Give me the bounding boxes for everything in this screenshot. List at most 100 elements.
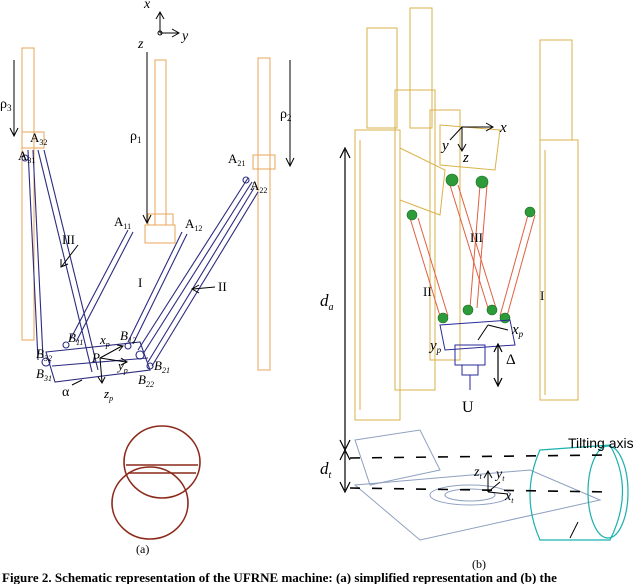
yp-label: yp xyxy=(116,358,128,375)
strut-III-c xyxy=(469,184,481,309)
leg3-head xyxy=(60,259,69,268)
axis-z-label: z xyxy=(137,37,144,52)
joint-b22 xyxy=(146,362,154,370)
b-struts xyxy=(409,184,536,317)
joint-b12 xyxy=(124,342,132,350)
panel-a-labels: x y z ρ1 ρ2 ρ3 A11 A12 A21 A22 A31 A32 B… xyxy=(0,0,292,556)
b31-label: B31 xyxy=(36,366,52,383)
slider-1 xyxy=(144,224,176,244)
tilt-drum xyxy=(529,444,629,541)
dt-label: dt xyxy=(320,459,332,481)
carriage-top xyxy=(439,124,501,171)
dash-line-bottom xyxy=(349,487,611,493)
alpha-label: α xyxy=(62,385,70,400)
strut-III-d xyxy=(476,184,488,309)
tilting-axis-label: Tilting axis xyxy=(568,435,634,451)
leg-I-label: I xyxy=(138,275,142,290)
leg-31 xyxy=(37,149,93,373)
b-axis-z-label: z xyxy=(462,150,469,166)
b-leg-III-label: III xyxy=(470,230,483,245)
joint-1 xyxy=(406,209,418,221)
xt-axis xyxy=(487,491,509,495)
column-1 xyxy=(154,59,167,226)
base-disks xyxy=(111,425,201,540)
zp-axis-line xyxy=(99,357,103,383)
b-columns xyxy=(354,7,579,421)
mobile-platform xyxy=(21,154,250,383)
legs xyxy=(27,149,259,373)
panel-a-label: (a) xyxy=(136,542,149,556)
yt-axis xyxy=(487,481,501,493)
zt-head xyxy=(483,469,493,479)
b-platform-plate xyxy=(439,319,516,351)
rotary-table-inner xyxy=(444,488,496,502)
panel-b-label: (b) xyxy=(472,557,486,571)
dash-line-top xyxy=(349,454,611,459)
b11-label: B11 xyxy=(68,330,83,347)
joint-5 xyxy=(437,312,449,324)
joint-6 xyxy=(462,304,474,316)
b-axis-x-label: x xyxy=(499,120,507,136)
xt-label: xt xyxy=(504,489,514,505)
xp-label: xp xyxy=(99,332,110,349)
delta-head-top xyxy=(493,342,503,353)
motor-3 xyxy=(539,39,573,141)
b-axes xyxy=(449,122,509,341)
leg2-head xyxy=(190,284,200,294)
panel-b-labels: x y z III II I xp yp Δ U da dt zt yt xt … xyxy=(320,120,634,571)
dt-head-bottom xyxy=(339,481,351,494)
joint-3 xyxy=(475,175,489,189)
column-2 xyxy=(257,57,271,371)
rail-left xyxy=(354,129,401,421)
slider-1-top xyxy=(147,213,174,226)
joint-a21 xyxy=(242,176,250,184)
zp-label: zp xyxy=(103,386,113,403)
column-3 xyxy=(21,47,35,341)
b-leg-I-label: I xyxy=(540,288,544,303)
zt-label: zt xyxy=(473,465,482,481)
a31-label: A31 xyxy=(18,148,35,165)
table-support-left xyxy=(354,429,441,486)
rail-mid xyxy=(394,89,436,391)
alpha-leader xyxy=(71,379,83,386)
columns xyxy=(21,47,276,371)
table-base xyxy=(353,469,602,541)
leg-21b xyxy=(142,181,253,355)
b-yp-label: yp xyxy=(428,338,442,355)
joint-a31 xyxy=(21,154,29,162)
spindle-neck xyxy=(461,364,479,376)
slider-3 xyxy=(21,131,45,149)
joint-8 xyxy=(499,312,511,324)
rail-center xyxy=(429,109,461,361)
leg-11 xyxy=(69,229,129,341)
rho1-head xyxy=(142,214,152,225)
platform-axes xyxy=(71,344,128,386)
b-x-head xyxy=(485,122,495,132)
b-y-axis xyxy=(449,126,463,141)
leg-32 xyxy=(27,149,39,361)
leg-32b xyxy=(32,149,44,359)
disk-lower xyxy=(111,466,189,540)
axis-x-label: x xyxy=(143,0,151,12)
tilting-table xyxy=(353,429,602,541)
rho1-label: ρ1 xyxy=(130,129,142,145)
b-xp-label: xp xyxy=(511,322,524,339)
b-joints xyxy=(406,173,536,324)
figure-caption: Figure 2. Schematic representation of th… xyxy=(2,570,557,584)
yp-axis-line xyxy=(99,357,127,363)
b-z-head xyxy=(457,143,467,153)
motor-1 xyxy=(366,27,398,129)
leg-22 xyxy=(147,187,255,363)
panel-a-drawing xyxy=(9,10,295,540)
xp-arrowhead xyxy=(116,344,124,352)
strut-II-a xyxy=(409,217,441,317)
tilt-drum-body xyxy=(529,444,623,541)
motor-2 xyxy=(409,7,433,129)
joint-2 xyxy=(445,173,459,187)
yp-arrowhead xyxy=(120,357,128,366)
leg-leaders xyxy=(60,244,216,294)
strut-I-b xyxy=(506,214,536,317)
dimension-arrows xyxy=(339,146,503,494)
strut-I-a xyxy=(499,214,529,317)
